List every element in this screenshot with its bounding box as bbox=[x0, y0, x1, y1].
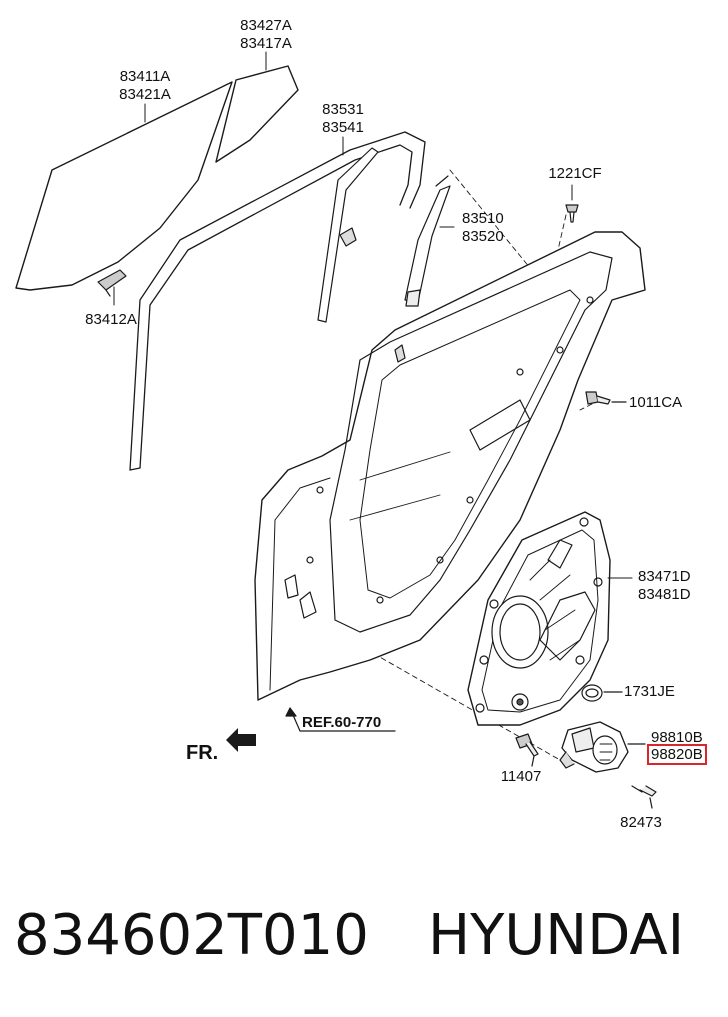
bolt-11407-part bbox=[515, 733, 539, 767]
label-98810b: 98810B bbox=[651, 729, 703, 746]
ref-label: REF.60-770 bbox=[302, 714, 382, 731]
module-panel-part bbox=[467, 511, 633, 726]
front-direction-arrow bbox=[226, 728, 256, 752]
label-leader-lines bbox=[113, 51, 573, 306]
label-83412a: 83412A bbox=[85, 311, 137, 328]
door-frame-channel-part bbox=[129, 131, 426, 471]
glass-clip-part bbox=[97, 269, 127, 297]
screw-82473-part bbox=[631, 785, 657, 809]
run-channel-part bbox=[404, 175, 451, 307]
part-number: 834602T010 bbox=[14, 903, 369, 968]
door-exploded-view bbox=[15, 51, 657, 809]
ref-leader bbox=[285, 707, 396, 732]
quarter-glass-part bbox=[215, 65, 299, 163]
screw-1221cf-part bbox=[565, 204, 579, 223]
bolt-1011ca-part bbox=[585, 391, 627, 405]
door-glass-part bbox=[15, 81, 233, 291]
label-82473: 82473 bbox=[620, 814, 662, 831]
label-11407: 11407 bbox=[500, 768, 542, 785]
label-98820b-highlighted: 98820B bbox=[647, 744, 707, 765]
window-motor-part bbox=[559, 721, 646, 773]
grommet-1731je-part bbox=[581, 684, 623, 702]
front-label: FR. bbox=[186, 742, 219, 764]
label-1011ca: 1011CA bbox=[629, 394, 683, 411]
brand-name: HYUNDAI bbox=[428, 903, 685, 968]
label-1731je: 1731JE bbox=[624, 683, 675, 700]
label-1221cf: 1221CF bbox=[548, 165, 602, 182]
door-inner-panel-part bbox=[254, 231, 646, 701]
caption-bar: 834602T010 HYUNDAI bbox=[0, 888, 728, 998]
